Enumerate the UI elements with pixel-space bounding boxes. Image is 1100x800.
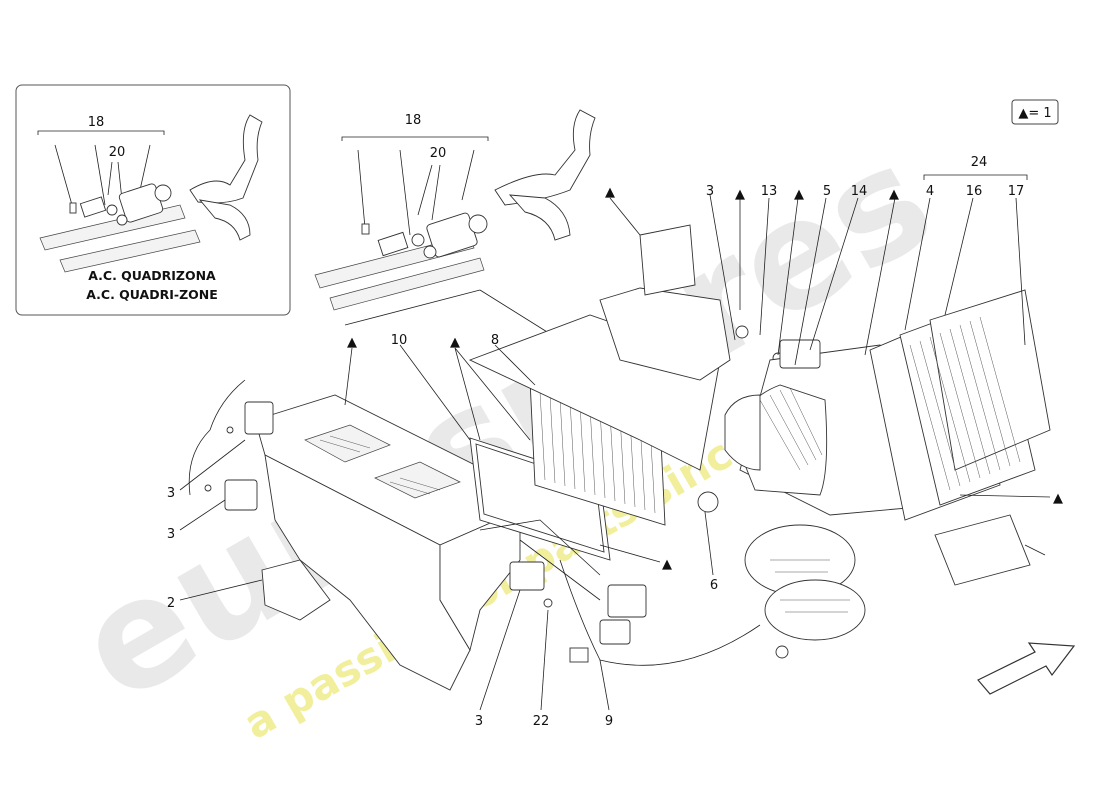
inset-title-1: A.C. QUADRIZONA	[88, 268, 216, 283]
callout-18: 18	[405, 113, 422, 128]
callout-4: 4	[926, 184, 934, 199]
callout-20: 20	[430, 146, 447, 161]
inset-title-2: A.C. QUADRI-ZONE	[86, 287, 218, 302]
leader-lines	[179, 194, 1051, 711]
triangle-markers: ▲ ▲ ▲ ▲ ▲ ▲ ▲ ▲	[347, 185, 1063, 572]
direction-arrow	[977, 642, 1076, 695]
callout-24: 24	[971, 155, 988, 170]
triangle-marker: ▲	[1053, 491, 1063, 506]
callout-9: 9	[605, 714, 613, 729]
callout-3-top: 3	[706, 184, 714, 199]
callout-17: 17	[1008, 184, 1025, 199]
triangle-marker: ▲	[605, 185, 615, 200]
triangle-marker: ▲	[735, 187, 745, 202]
callout-3-left-2: 3	[167, 527, 175, 542]
air-distribution-housing	[188, 379, 521, 691]
callout-22: 22	[533, 714, 550, 729]
callout-13: 13	[761, 184, 778, 199]
callout-numbers: 3 13 5 14 4 16 17 10 8 3 3 2 6 3 22 9	[167, 184, 1024, 729]
triangle-marker: ▲	[794, 187, 804, 202]
air-filters	[869, 289, 1051, 586]
callout-8: 8	[491, 333, 499, 348]
callout-5: 5	[823, 184, 831, 199]
triangle-marker: ▲	[450, 335, 460, 350]
expansion-valve-group: 18 20	[314, 109, 596, 341]
callout-16: 16	[966, 184, 983, 199]
legend-box: ▲= 1	[1011, 99, 1059, 125]
evaporator-core	[468, 224, 868, 561]
callout-2: 2	[167, 596, 175, 611]
legend-text: ▲= 1	[1018, 106, 1051, 121]
callout-3-left-1: 3	[167, 486, 175, 501]
inset-callout-18: 18	[88, 115, 105, 130]
triangle-marker: ▲	[347, 335, 357, 350]
callout-10: 10	[391, 333, 408, 348]
callout-6: 6	[710, 578, 718, 593]
inset-quadri-zone: 18 20 A.C. QUADRIZONA A.C. QUADRI-ZONE	[15, 84, 291, 316]
wiring-harness	[479, 519, 789, 666]
inset-callout-20: 20	[109, 145, 126, 160]
triangle-marker: ▲	[889, 187, 899, 202]
callout-14: 14	[851, 184, 868, 199]
callout-3-bottom: 3	[475, 714, 483, 729]
group-bracket-24: 24	[923, 155, 1028, 180]
triangle-marker: ▲	[662, 557, 672, 572]
